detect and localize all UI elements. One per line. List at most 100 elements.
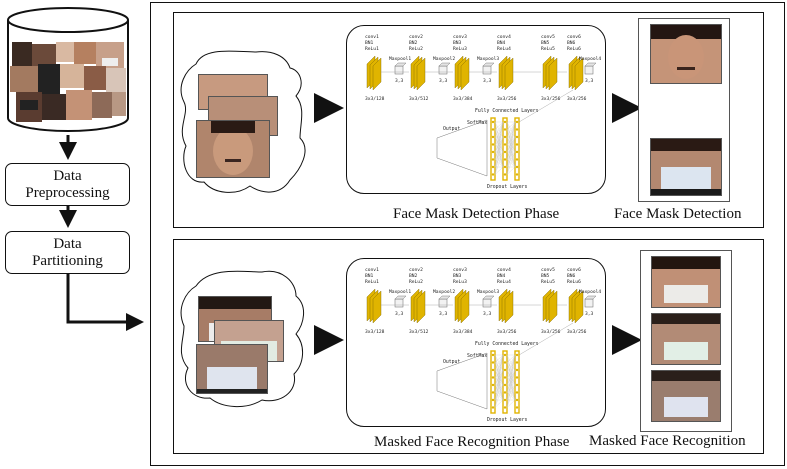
detection-conv-label-4-2: ReLu4 <box>497 46 511 52</box>
recognition-fc-label: Fully Connected Layers <box>475 341 539 347</box>
recognition-maxpool-1: Maxpool1 3,3 <box>389 289 411 317</box>
recognition-output-caption: Masked Face Recognition <box>589 433 746 449</box>
recognition-cnn-diagram: conv1BN1ReLu13x3/128conv2BN2ReLu23x3/512… <box>365 267 601 423</box>
preprocessing-line-2: Preprocessing <box>25 184 110 201</box>
detection-conv-label-6-1: BN6 <box>567 40 576 46</box>
detection-input-face-3 <box>196 120 270 178</box>
detection-maxpool-label-1: Maxpool1 <box>389 56 411 62</box>
detection-conv-label-2-2: ReLu2 <box>409 46 423 52</box>
detection-maxpool-2: Maxpool2 3,3 <box>433 56 455 84</box>
detection-maxpool-label-3: Maxpool3 <box>477 56 499 62</box>
recognition-conv-label-4-0: conv4 <box>497 267 511 273</box>
recognition-maxpool-size-1: 3,3 <box>395 311 404 317</box>
arrow-partitioning-to-phases <box>66 273 144 331</box>
recognition-output-face-1 <box>651 256 721 308</box>
recognition-maxpool-2: Maxpool2 3,3 <box>433 289 455 317</box>
detection-maxpool-label-4: Maxpool4 <box>579 56 601 62</box>
detection-conv-label-1-1: BN1 <box>365 40 374 46</box>
recognition-conv-size-1: 3x3/128 <box>365 329 385 335</box>
detection-output-face-unmasked <box>650 24 722 84</box>
recognition-input-face-3 <box>196 344 268 394</box>
detection-maxpool-size-4: 3,3 <box>585 78 594 84</box>
recognition-conv-label-3-2: ReLu3 <box>453 279 467 285</box>
dataset-face-collage <box>10 42 126 122</box>
detection-conv-size-3: 3x3/384 <box>453 96 473 102</box>
recognition-conv-label-4-1: BN4 <box>497 273 506 279</box>
data-preprocessing-box: Data Preprocessing <box>5 163 130 206</box>
detection-conv-label-3-1: BN3 <box>453 40 462 46</box>
partitioning-line-2: Partitioning <box>32 252 103 269</box>
recognition-conv-label-6-2: ReLu6 <box>567 279 581 285</box>
recognition-conv-label-5-2: ReLu5 <box>541 279 555 285</box>
recognition-conv-label-3-1: BN3 <box>453 273 462 279</box>
detection-output-label: Output <box>443 126 460 132</box>
detection-fc-label: Fully Connected Layers <box>475 108 539 114</box>
preprocessing-line-1: Data <box>53 167 82 184</box>
dataset-cylinder <box>6 6 130 134</box>
recognition-conv-size-6: 3x3/256 <box>567 329 587 335</box>
detection-maxpool-size-1: 3,3 <box>395 78 404 84</box>
detection-conv-label-1-0: conv1 <box>365 34 379 40</box>
detection-maxpool-1: Maxpool1 3,3 <box>389 56 411 84</box>
detection-conv-size-5: 3x3/256 <box>541 96 561 102</box>
recognition-fc-column-3 <box>514 350 520 414</box>
detection-dropout-label: Dropout Layers <box>487 184 528 190</box>
recognition-fc-column-2 <box>502 350 508 414</box>
detection-fc-column-2 <box>502 117 508 181</box>
recognition-phase-caption: Masked Face Recognition Phase <box>374 434 570 450</box>
recognition-softmax-label: SoftMax <box>467 353 487 359</box>
recognition-phase-box <box>173 239 764 454</box>
detection-conv-label-4-0: conv4 <box>497 34 511 40</box>
detection-fc-column-3 <box>514 117 520 181</box>
recognition-conv-label-5-1: BN5 <box>541 273 550 279</box>
recognition-maxpool-size-3: 3,3 <box>483 311 492 317</box>
detection-conv-size-1: 3x3/128 <box>365 96 385 102</box>
detection-maxpool-label-2: Maxpool2 <box>433 56 455 62</box>
detection-output-caption: Face Mask Detection <box>614 206 742 222</box>
recognition-output-face-2 <box>651 313 721 365</box>
recognition-conv-label-2-1: BN2 <box>409 273 418 279</box>
recognition-maxpool-label-2: Maxpool2 <box>433 289 455 295</box>
detection-conv-label-6-2: ReLu6 <box>567 46 581 52</box>
detection-output-face-masked <box>650 138 722 196</box>
recognition-output-label: Output <box>443 359 460 365</box>
dataset-cylinder-shape <box>7 7 129 132</box>
recognition-conv-label-3-0: conv3 <box>453 267 467 273</box>
recognition-conv-size-5: 3x3/256 <box>541 329 561 335</box>
detection-conv-size-4: 3x3/256 <box>497 96 517 102</box>
detection-fully-connected-layers: Fully Connected LayersSoftMaxOutputDropo… <box>436 89 574 190</box>
detection-conv-label-6-0: conv6 <box>567 34 581 40</box>
recognition-conv-label-2-0: conv2 <box>409 267 423 273</box>
partitioning-line-1: Data <box>53 235 82 252</box>
detection-conv-label-5-2: ReLu5 <box>541 46 555 52</box>
detection-conv-label-4-1: BN4 <box>497 40 506 46</box>
detection-conv-label-3-2: ReLu3 <box>453 46 467 52</box>
detection-conv-label-5-0: conv5 <box>541 34 555 40</box>
detection-phase-box <box>173 12 764 228</box>
recognition-maxpool-label-1: Maxpool1 <box>389 289 411 295</box>
recognition-conv-label-1-0: conv1 <box>365 267 379 273</box>
detection-cnn-diagram: conv1BN1ReLu13x3/128conv2BN2ReLu23x3/512… <box>365 34 601 190</box>
detection-conv-label-3-0: conv3 <box>453 34 467 40</box>
detection-conv-size-2: 3x3/512 <box>409 96 429 102</box>
detection-conv-label-1-2: ReLu1 <box>365 46 379 52</box>
recognition-maxpool-size-2: 3,3 <box>439 311 448 317</box>
recognition-conv-label-6-1: BN6 <box>567 273 576 279</box>
detection-maxpool-size-2: 3,3 <box>439 78 448 84</box>
detection-conv-label-2-1: BN2 <box>409 40 418 46</box>
